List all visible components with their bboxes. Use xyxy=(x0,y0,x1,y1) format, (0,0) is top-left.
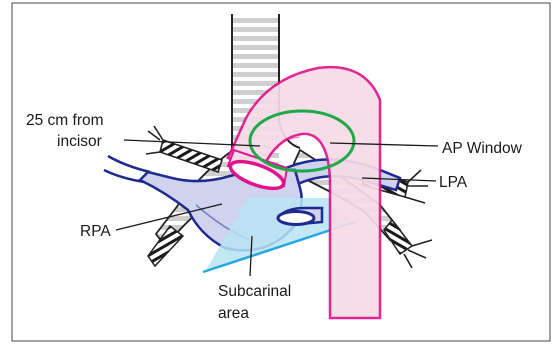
label-subcarinal-line2: area xyxy=(218,305,249,322)
label-lpa: LPA xyxy=(439,174,468,191)
label-distance-line2: incisor xyxy=(57,133,102,150)
label-ap-window: AP Window xyxy=(442,140,523,157)
label-subcarinal-line1: Subcarinal xyxy=(218,283,291,300)
right-upper-lobe-bronchus xyxy=(146,126,222,172)
label-rpa: RPA xyxy=(80,223,111,240)
label-distance-line1: 25 cm from xyxy=(26,112,104,129)
